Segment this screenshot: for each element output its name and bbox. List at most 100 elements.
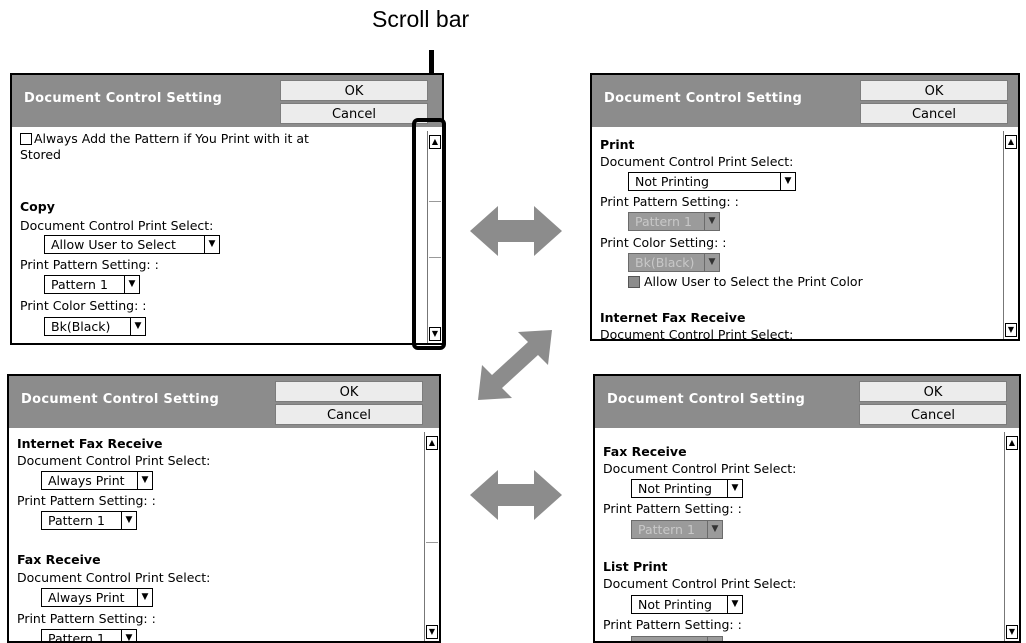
panel-copy-settings: Document Control Setting OK Cancel Alway… — [10, 73, 444, 345]
select-value — [632, 637, 707, 641]
print-color-setting-label: Print Color Setting: : — [20, 298, 147, 313]
select-value: Always Print — [48, 473, 125, 488]
chevron-down-icon: ▼ — [707, 637, 722, 641]
panel-header: Document Control Setting OK Cancel — [595, 376, 1019, 428]
cancel-button[interactable]: Cancel — [859, 404, 1007, 425]
document-control-print-select-label: Document Control Print Select: — [20, 218, 214, 233]
chevron-down-icon: ▼ — [727, 596, 742, 613]
chevron-down-icon: ▼ — [121, 630, 136, 641]
panel-content: Print Document Control Print Select: Not… — [600, 135, 996, 339]
allow-user-select-color-checkbox[interactable] — [628, 276, 640, 288]
chevron-down-icon: ▼ — [130, 318, 145, 335]
cancel-button[interactable]: Cancel — [860, 103, 1008, 124]
select-value: Not Printing — [638, 481, 712, 496]
document-control-print-select-label: Document Control Print Select: — [603, 576, 797, 591]
vertical-scrollbar[interactable]: ▲ ▼ — [424, 432, 439, 641]
scroll-down-arrow-icon[interactable]: ▼ — [426, 625, 438, 639]
scroll-track-divider — [426, 542, 438, 543]
scroll-down-arrow-icon[interactable]: ▼ — [429, 327, 441, 341]
internet-fax-receive-heading: Internet Fax Receive — [17, 436, 163, 451]
print-color-select[interactable]: Bk(Black) ▼ — [44, 317, 146, 336]
checkbox-label-line-1: Always Add the Pattern if You Print with… — [34, 131, 309, 146]
ok-button[interactable]: OK — [280, 80, 428, 101]
scroll-down-arrow-icon[interactable]: ▼ — [1005, 323, 1017, 337]
scroll-up-arrow-icon[interactable]: ▲ — [1005, 135, 1017, 149]
panel-content: Always Add the Pattern if You Print with… — [20, 131, 420, 343]
cancel-button[interactable]: Cancel — [280, 103, 428, 124]
panel-title: Document Control Setting — [607, 392, 806, 407]
document-control-print-select[interactable]: Not Printing ▼ — [628, 172, 796, 191]
print-pattern-setting-label: Print Pattern Setting: : — [17, 493, 156, 508]
chevron-down-icon: ▼ — [121, 512, 136, 529]
print-pattern-setting-label: Print Pattern Setting: : — [20, 257, 159, 272]
print-color-select: Bk(Black) ▼ — [628, 253, 720, 272]
print-pattern-setting-label: Print Pattern Setting: : — [603, 501, 742, 516]
vertical-scrollbar[interactable]: ▲ ▼ — [427, 131, 442, 343]
scroll-up-arrow-icon[interactable]: ▲ — [426, 436, 438, 450]
panel-content: Internet Fax Receive Document Control Pr… — [17, 434, 417, 641]
print-pattern-select: Pattern 1 ▼ — [628, 212, 720, 231]
scroll-bar-callout-label: Scroll bar — [372, 6, 470, 32]
chevron-down-icon: ▼ — [137, 472, 152, 489]
document-control-print-select[interactable]: Always Print ▼ — [41, 471, 153, 490]
checkbox-label-line-2: Stored — [20, 147, 61, 162]
document-control-print-select[interactable]: Not Printing ▼ — [631, 595, 743, 614]
panel-fax-list-settings: Document Control Setting OK Cancel Fax R… — [593, 374, 1021, 643]
chevron-down-icon: ▼ — [707, 521, 722, 538]
chevron-down-icon: ▼ — [727, 480, 742, 497]
cancel-button[interactable]: Cancel — [275, 404, 423, 425]
print-pattern-setting-label: Print Pattern Setting: : — [603, 617, 742, 632]
panel-header: Document Control Setting OK Cancel — [592, 75, 1018, 127]
panel-print-settings: Document Control Setting OK Cancel Print… — [590, 73, 1020, 341]
print-pattern-select: Pattern 1 ▼ — [631, 520, 723, 539]
print-pattern-setting-label: Print Pattern Setting: : — [600, 194, 739, 209]
select-value: Not Printing — [638, 597, 712, 612]
vertical-scrollbar[interactable]: ▲ ▼ — [1003, 131, 1018, 339]
print-pattern-select[interactable]: Pattern 1 ▼ — [41, 629, 137, 641]
print-pattern-select[interactable]: Pattern 1 ▼ — [44, 275, 140, 294]
document-control-print-select[interactable]: Always Print ▼ — [41, 588, 153, 607]
select-value: Pattern 1 — [48, 513, 105, 528]
scroll-down-arrow-icon[interactable]: ▼ — [1006, 625, 1018, 639]
internet-fax-receive-heading: Internet Fax Receive — [600, 310, 746, 325]
document-control-print-select-label: Document Control Print Select: — [600, 327, 794, 339]
print-pattern-select: ▼ — [631, 636, 723, 641]
chevron-down-icon: ▼ — [704, 213, 719, 230]
scroll-up-arrow-icon[interactable]: ▲ — [1006, 436, 1018, 450]
copy-heading: Copy — [20, 199, 55, 214]
document-control-print-select[interactable]: Not Printing ▼ — [631, 479, 743, 498]
document-control-print-select-label: Document Control Print Select: — [603, 461, 797, 476]
document-control-print-select-label: Document Control Print Select: — [600, 154, 794, 169]
panel-title: Document Control Setting — [604, 91, 803, 106]
panel-header: Document Control Setting OK Cancel — [12, 75, 442, 127]
fax-receive-heading: Fax Receive — [17, 552, 101, 567]
print-color-setting-label: Print Color Setting: : — [600, 235, 727, 250]
print-pattern-setting-label: Print Pattern Setting: : — [17, 611, 156, 626]
panel-header: Document Control Setting OK Cancel — [9, 376, 439, 428]
document-control-print-select-label: Document Control Print Select: — [17, 453, 211, 468]
select-value: Bk(Black) — [51, 319, 111, 334]
chevron-down-icon: ▼ — [704, 254, 719, 271]
always-add-pattern-checkbox[interactable] — [20, 133, 32, 145]
panel-title: Document Control Setting — [24, 91, 223, 106]
scroll-up-arrow-icon[interactable]: ▲ — [429, 135, 441, 149]
chevron-down-icon: ▼ — [124, 276, 139, 293]
panel-content: Fax Receive Document Control Print Selec… — [603, 440, 997, 641]
select-value: Allow User to Select — [51, 237, 176, 252]
document-control-print-select[interactable]: Allow User to Select ▼ — [44, 235, 220, 254]
ok-button[interactable]: OK — [859, 381, 1007, 402]
chevron-down-icon: ▼ — [204, 236, 219, 253]
ok-button[interactable]: OK — [860, 80, 1008, 101]
double-arrow-horizontal-icon — [470, 206, 562, 256]
double-arrow-horizontal-icon — [470, 470, 562, 520]
vertical-scrollbar[interactable]: ▲ ▼ — [1004, 432, 1019, 641]
select-value: Pattern 1 — [48, 631, 105, 641]
scroll-track-divider — [429, 257, 441, 258]
ok-button[interactable]: OK — [275, 381, 423, 402]
scroll-track-divider — [429, 201, 441, 202]
fax-receive-heading: Fax Receive — [603, 444, 687, 459]
print-pattern-select[interactable]: Pattern 1 ▼ — [41, 511, 137, 530]
select-value: Pattern 1 — [638, 522, 695, 537]
print-heading: Print — [600, 137, 635, 152]
panel-title: Document Control Setting — [21, 392, 220, 407]
